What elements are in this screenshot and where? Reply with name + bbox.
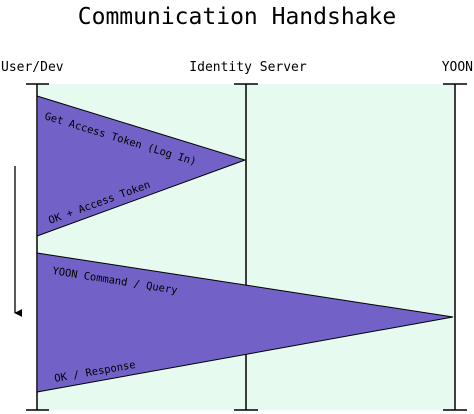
lane-label-yoon: YOON bbox=[442, 60, 473, 75]
lifeline-identity-server bbox=[234, 83, 258, 411]
lane-label-identity-server: Identity Server bbox=[189, 60, 307, 75]
handshake-triangle-identity bbox=[36, 95, 247, 237]
lifeline-yoon bbox=[443, 83, 467, 411]
handshake-triangle-yoon bbox=[36, 252, 454, 393]
lane-background-identity-yoon bbox=[246, 84, 455, 410]
lane-label-user-dev: User/Dev bbox=[1, 60, 64, 75]
diagram-title: Communication Handshake bbox=[78, 4, 397, 30]
